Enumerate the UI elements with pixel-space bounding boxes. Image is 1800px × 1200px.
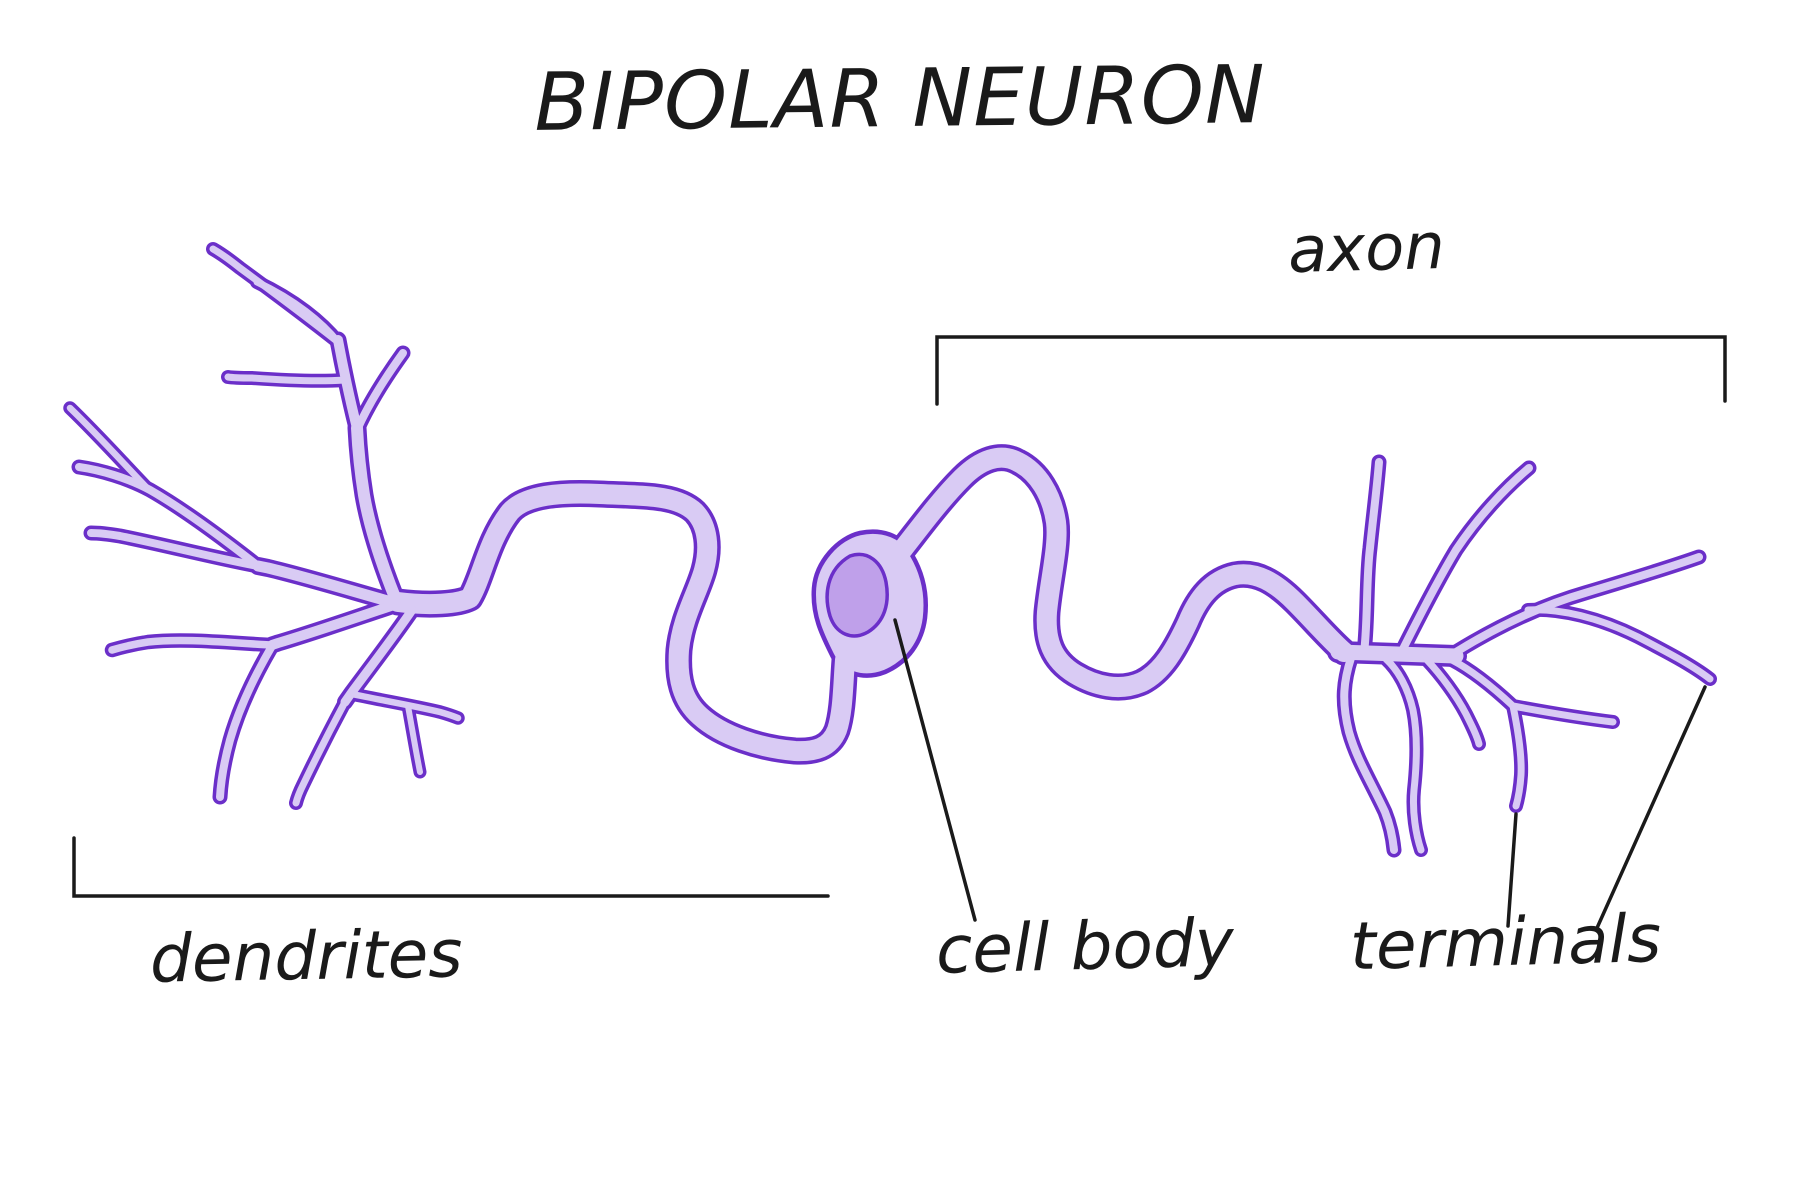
axon-bracket (935, 335, 1727, 406)
cell-body-pointer-line (893, 618, 977, 922)
nucleus (825, 552, 889, 638)
cell-body-label: cell body (935, 904, 1235, 989)
dendrites-label: dendrites (149, 915, 464, 998)
dendrites-bracket (72, 836, 830, 898)
axon-label: axon (1287, 209, 1446, 289)
terminals-label: terminals (1349, 899, 1663, 986)
terminals-pointer-line-2 (1595, 685, 1707, 930)
terminals-pointer-line-1 (1506, 812, 1518, 928)
diagram-title: BIPOLAR NEURON (533, 48, 1267, 149)
